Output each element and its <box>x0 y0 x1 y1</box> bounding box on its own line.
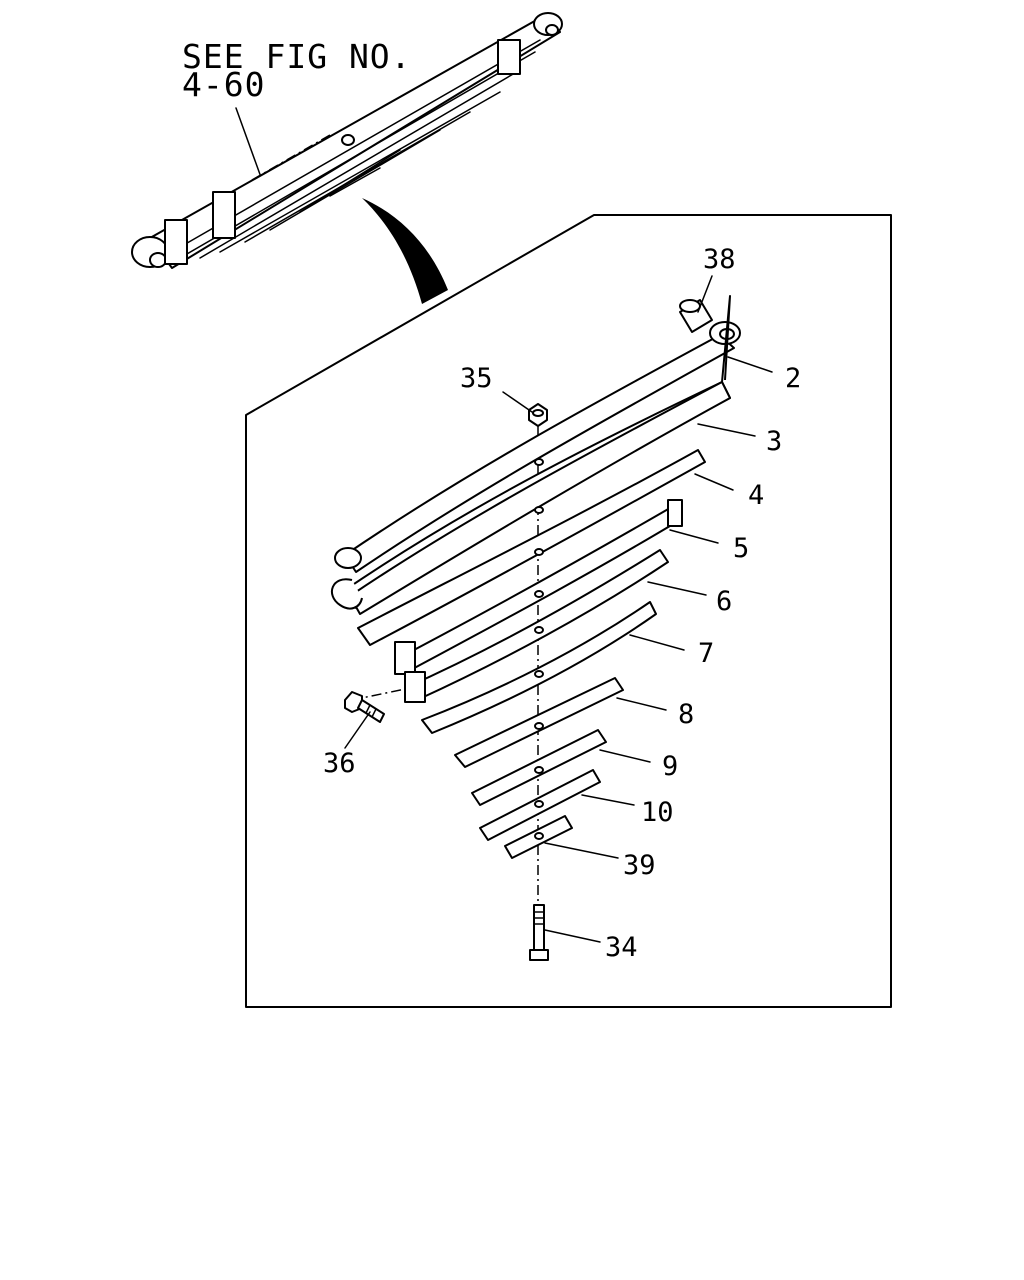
part-36-clip-bolt <box>344 691 385 723</box>
callout-6: 6 <box>716 586 732 617</box>
part-6-leaf-with-clips <box>404 549 669 703</box>
callout-39: 39 <box>623 850 656 881</box>
part-34-center-bolt <box>529 904 549 961</box>
detail-frame <box>245 214 892 1008</box>
callout-4: 4 <box>748 480 764 511</box>
part-10-leaf <box>479 769 601 841</box>
part-5-leaf-with-clips <box>394 499 683 675</box>
clip-bolt-axis <box>351 685 421 701</box>
callout-9: 9 <box>662 751 678 782</box>
callout-7: 7 <box>698 638 714 669</box>
callout-8: 8 <box>678 699 694 730</box>
callout-5: 5 <box>733 533 749 564</box>
part-7-leaf <box>421 601 657 734</box>
callout-35: 35 <box>460 363 493 394</box>
part-38-bushing <box>679 299 713 333</box>
part-9-leaf <box>471 729 607 806</box>
part-2-main-leaf <box>334 321 741 573</box>
reference-note-line1: SEE FIG NO. <box>182 37 412 76</box>
callout-3: 3 <box>766 426 782 457</box>
reference-leader <box>235 107 263 181</box>
leader-lines <box>344 275 773 943</box>
reference-note-line2: 4-60 <box>182 65 265 104</box>
callout-2: 2 <box>785 363 801 394</box>
part-8-leaf <box>454 677 624 768</box>
callout-36: 36 <box>323 748 356 779</box>
callout-38: 38 <box>703 244 736 275</box>
part-3-second-leaf <box>330 295 731 615</box>
part-39-spacer <box>504 815 573 859</box>
part-4-leaf <box>357 449 706 646</box>
callout-34: 34 <box>605 932 638 963</box>
detail-pointer-arrow <box>362 198 448 304</box>
part-35-nut <box>528 403 548 427</box>
assembled-leaf-spring <box>131 12 563 269</box>
callout-10: 10 <box>641 797 674 828</box>
